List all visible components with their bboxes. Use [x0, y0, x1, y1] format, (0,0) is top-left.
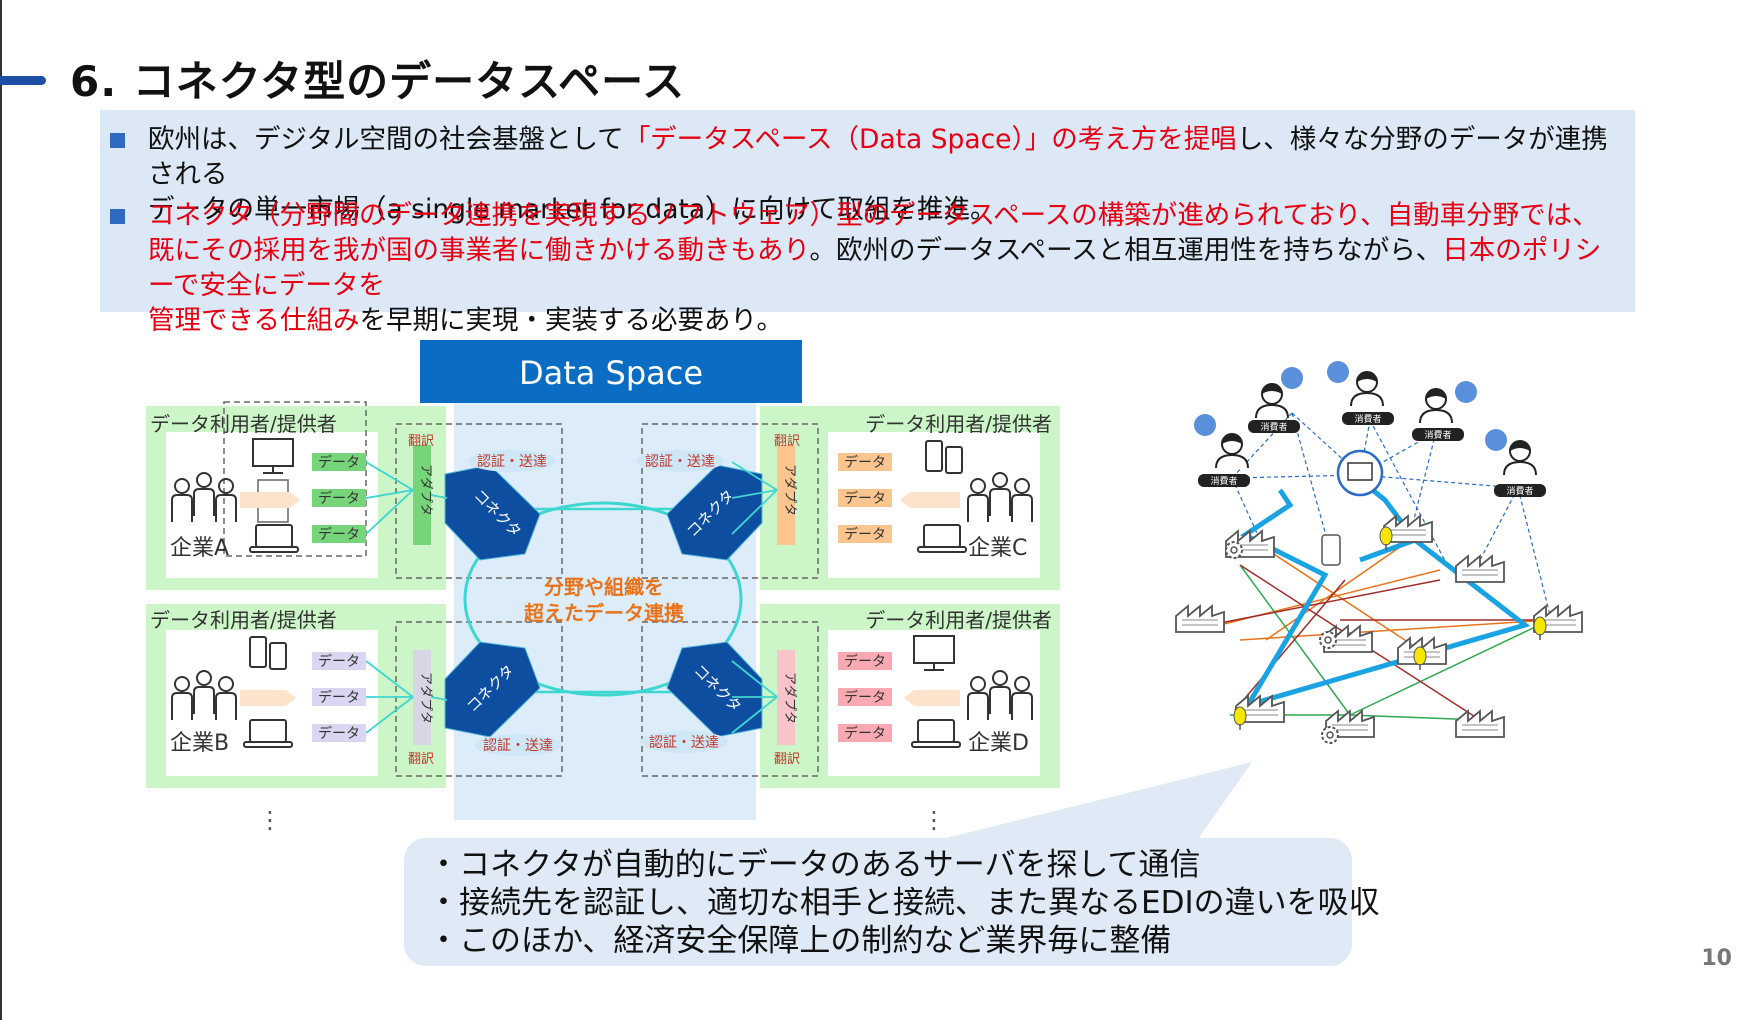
svg-text:データ: データ — [318, 526, 360, 543]
bullet-2-emphasis-e: 管理できる仕組み — [148, 305, 360, 336]
summary-box: 欧州は、デジタル空間の社会基盤として「データスペース（Data Space）」の… — [100, 110, 1635, 336]
center-label-2: 超えたデータ連携 — [523, 601, 684, 625]
svg-text:翻訳: 翻訳 — [408, 752, 434, 767]
svg-text:データ: データ — [318, 490, 360, 507]
consumer-label: 消費者 — [1354, 413, 1381, 425]
bullet-square-icon — [110, 209, 125, 224]
page-number: 10 — [1701, 946, 1732, 971]
consumer-label: 消費者 — [1424, 429, 1451, 441]
bullet-2-text-f: を早期に実現・実装する必要あり。 — [359, 305, 783, 336]
svg-text:データ: データ — [844, 526, 886, 543]
bullet-1-emphasis: 「データスペース（Data Space）」の考え方を提唱 — [623, 124, 1237, 155]
auth-label-d: 認証・送達 — [649, 735, 719, 751]
data-space-header — [420, 340, 802, 403]
ellipsis-left: ⋮ — [258, 806, 282, 834]
consumer-label: 消費者 — [1506, 485, 1533, 497]
svg-text:データ: データ — [318, 725, 360, 742]
svg-text:アダプタ: アダプタ — [418, 672, 433, 724]
svg-text:データ: データ — [844, 689, 886, 706]
network-illustration: 消費者 消費者 消費者 消費者 消費者 — [1175, 361, 1583, 744]
left-border-rule — [0, 0, 2, 1020]
adapter-c: アダプタ 翻訳 — [774, 434, 800, 545]
bullet-1-text-d: データの単一市場（a single market for data）に向けて取組… — [148, 194, 997, 225]
bullet-2-text-c: 。欧州のデータスペースと相互運用性を持ちながら、 — [809, 235, 1443, 266]
connector-b: コネクタ — [444, 641, 541, 738]
svg-text:データ: データ — [318, 689, 360, 706]
adapter-a: アダプタ 翻訳 — [408, 434, 434, 545]
svg-text:アダプタ: アダプタ — [418, 464, 433, 516]
company-c-label: 企業C — [968, 536, 1027, 561]
svg-text:アダプタ: アダプタ — [782, 672, 797, 724]
callout-line-1: ・コネクタが自動的にデータのあるサーバを探して通信 — [428, 847, 1201, 883]
center-label-1: 分野や組織を — [544, 575, 664, 599]
svg-text:データ: データ — [318, 454, 360, 471]
connector-links — [521, 507, 685, 694]
consumer-label: 消費者 — [1210, 475, 1237, 487]
user-provider-label-b: データ利用者/提供者 — [150, 608, 337, 632]
title-accent-bar — [0, 76, 46, 85]
consumer-label: 消費者 — [1260, 421, 1287, 433]
bullet-square-icon — [110, 133, 125, 148]
auth-label-c: 認証・送達 — [645, 454, 715, 470]
bullet-2-emphasis-b: 用を我が国の事業者に働きかける動きもあり — [279, 235, 810, 266]
svg-text:データ: データ — [844, 454, 886, 471]
bullet-1-text-a: 欧州は、デジタル空間の社会基盤として — [148, 124, 624, 155]
callout-line-3: ・このほか、経済安全保障上の制約など業界毎に整備 — [428, 923, 1172, 959]
bullet-2-emphasis-a: コネクタ（分野間のデータ連携を実現するソフトウェア）型のデータスペースの構築が進… — [148, 200, 1599, 266]
svg-text:翻訳: 翻訳 — [774, 752, 800, 767]
user-provider-label-d: データ利用者/提供者 — [865, 608, 1052, 632]
company-a-label: 企業A — [170, 536, 229, 561]
svg-text:翻訳: 翻訳 — [774, 434, 800, 449]
callout-line-2: ・接続先を認証し、適切な相手と接続、また異なるEDIの違いを吸収 — [428, 885, 1380, 921]
connector-a: コネクタ — [444, 464, 541, 561]
bullet-1: 欧州は、デジタル空間の社会基盤として「データスペース（Data Space）」の… — [110, 122, 1615, 227]
user-provider-label-c: データ利用者/提供者 — [865, 412, 1052, 436]
adapter-b: アダプタ 翻訳 — [408, 650, 434, 767]
user-provider-label-a: データ利用者/提供者 — [150, 412, 337, 436]
bullet-2: コネクタ（分野間のデータ連携を実現するソフトウェア）型のデータスペースの構築が進… — [110, 198, 1615, 338]
callout-box: ・コネクタが自動的にデータのあるサーバを探して通信 ・接続先を認証し、適切な相手… — [404, 838, 1380, 966]
ellipsis-right: ⋮ — [922, 806, 946, 834]
svg-text:翻訳: 翻訳 — [408, 434, 434, 449]
svg-text:データ: データ — [844, 725, 886, 742]
company-b-label: 企業B — [170, 731, 229, 756]
auth-label-b: 認証・送達 — [483, 738, 553, 754]
data-space-title: Data Space — [519, 354, 703, 392]
page-title: 6. コネクタ型のデータスペース — [70, 57, 686, 106]
connector-c: コネクタ — [666, 464, 763, 561]
svg-text:アダプタ: アダプタ — [782, 464, 797, 516]
svg-text:データ: データ — [318, 653, 360, 670]
adapter-d: アダプタ 翻訳 — [774, 650, 800, 767]
bullet-2-emphasis-d: 日本のポリシーで安全にデータを — [148, 235, 1602, 301]
company-d-label: 企業D — [968, 731, 1029, 756]
bullet-1-text-c: し、様々な分野のデータが連携される — [148, 124, 1608, 190]
svg-text:データ: データ — [844, 490, 886, 507]
svg-text:データ: データ — [844, 653, 886, 670]
auth-label-a: 認証・送達 — [477, 454, 547, 470]
